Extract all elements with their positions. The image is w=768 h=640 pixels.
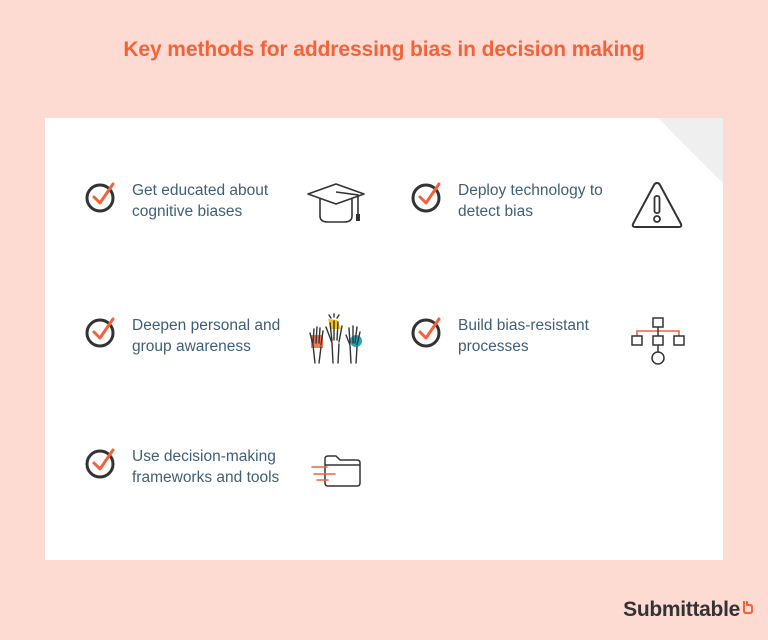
checkmark-circle-icon [85,182,115,213]
list-item-technology: Deploy technology to detect bias [411,180,628,222]
list-item-frameworks: Use decision-making frameworks and tools [85,446,302,488]
item-label: Get educated about cognitive biases [132,182,269,220]
list-item-educate: Get educated about cognitive biases [85,180,302,222]
brand-logo: Submittable [623,598,754,622]
item-label: Use decision-making frameworks and tools [132,448,280,486]
brand-name: Submittable [623,598,740,621]
content-card: Get educated about cognitive biases Depl… [45,118,723,560]
checkmark-circle-icon [85,317,115,348]
folded-corner [658,118,723,183]
graduation-cap-icon [307,183,365,223]
flowchart-icon [631,317,685,365]
checkmark-circle-icon [411,317,441,348]
list-item-awareness: Deepen personal and group awareness [85,315,302,357]
page-title: Key methods for addressing bias in decis… [123,38,645,61]
checkmark-circle-icon [411,182,441,213]
checkmark-circle-icon [85,448,115,479]
item-label: Deepen personal and group awareness [132,317,281,355]
item-label: Build bias-resistant processes [458,317,589,355]
raised-hands-icon [309,313,362,364]
warning-triangle-icon [631,182,683,228]
submittable-logo-icon [743,601,753,614]
item-label: Deploy technology to detect bias [458,182,603,220]
list-item-processes: Build bias-resistant processes [411,315,628,357]
folder-icon [311,455,361,487]
